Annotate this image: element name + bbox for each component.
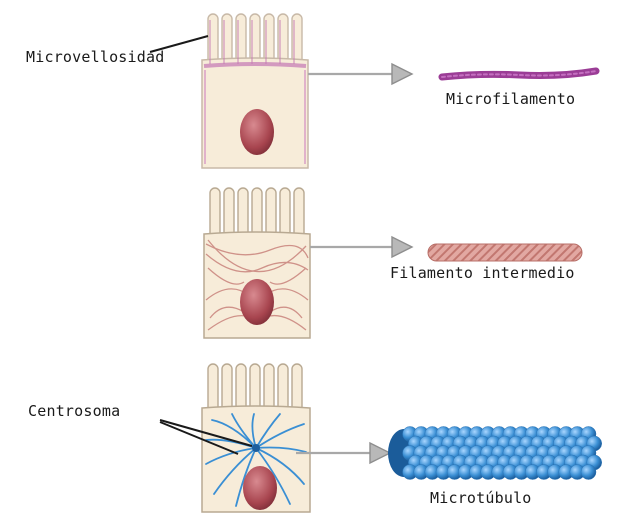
cell-microfilament — [202, 14, 308, 168]
nucleus-3 — [243, 466, 277, 510]
label-centrosome: Centrosoma — [28, 402, 120, 420]
cell-microtubule — [202, 364, 310, 512]
tubulin-bead — [581, 465, 596, 480]
microtubule-tube — [388, 427, 602, 480]
cell-intermediate-filament — [204, 188, 310, 338]
nucleus-2 — [240, 279, 274, 325]
intermediate-filament-rod — [428, 244, 582, 261]
label-microfilament: Microfilamento — [446, 90, 575, 108]
label-microtubule: Microtúbulo — [430, 489, 532, 507]
microfilament-strand — [442, 71, 596, 77]
nucleus-1 — [240, 109, 274, 155]
arrow-2 — [310, 237, 412, 257]
label-microvillus: Microvellosidad — [26, 48, 164, 66]
label-intermediate-filament: Filamento intermedio — [390, 264, 575, 282]
arrow-1 — [308, 64, 412, 84]
centrosome — [252, 444, 260, 452]
